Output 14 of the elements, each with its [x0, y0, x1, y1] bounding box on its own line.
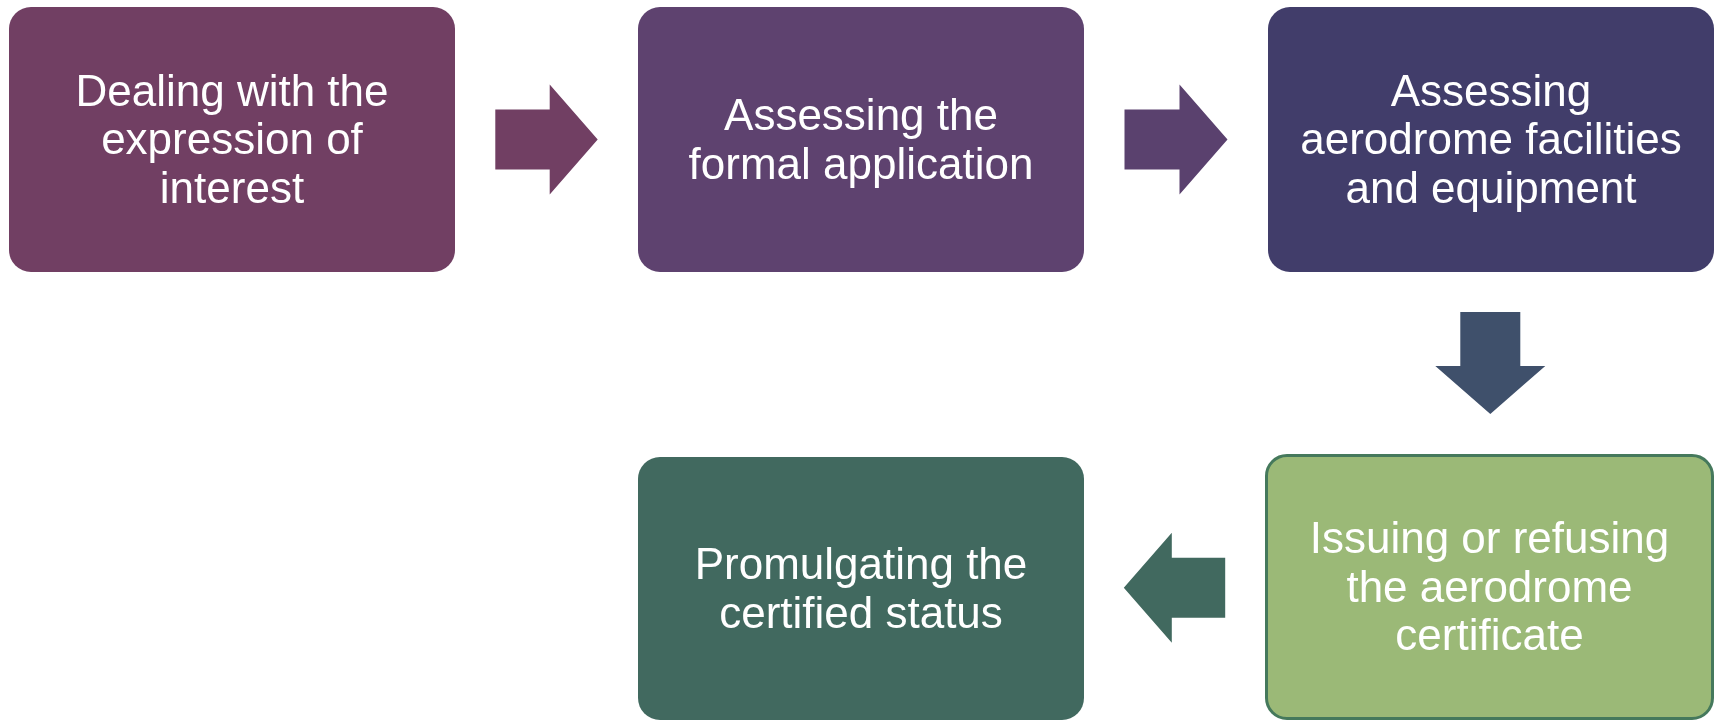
process-box [1268, 7, 1714, 272]
block-arrow [1123, 532, 1226, 643]
step-label: Assessing aerodrome facilities and equipment [1299, 66, 1683, 213]
step-label: Issuing or refusing the aerodrome certificate [1308, 514, 1671, 660]
process-box [638, 7, 1084, 272]
step-label: Promulgating the certified status [693, 540, 1029, 637]
step-label: Dealing with the expression of interest [74, 66, 390, 213]
process-box [1265, 454, 1714, 720]
process-box [9, 7, 455, 272]
process-box [638, 457, 1084, 720]
block-arrow [495, 84, 598, 195]
block-arrow [1435, 312, 1546, 414]
step-label: Assessing the formal application [687, 91, 1035, 188]
block-arrow [1124, 84, 1228, 195]
